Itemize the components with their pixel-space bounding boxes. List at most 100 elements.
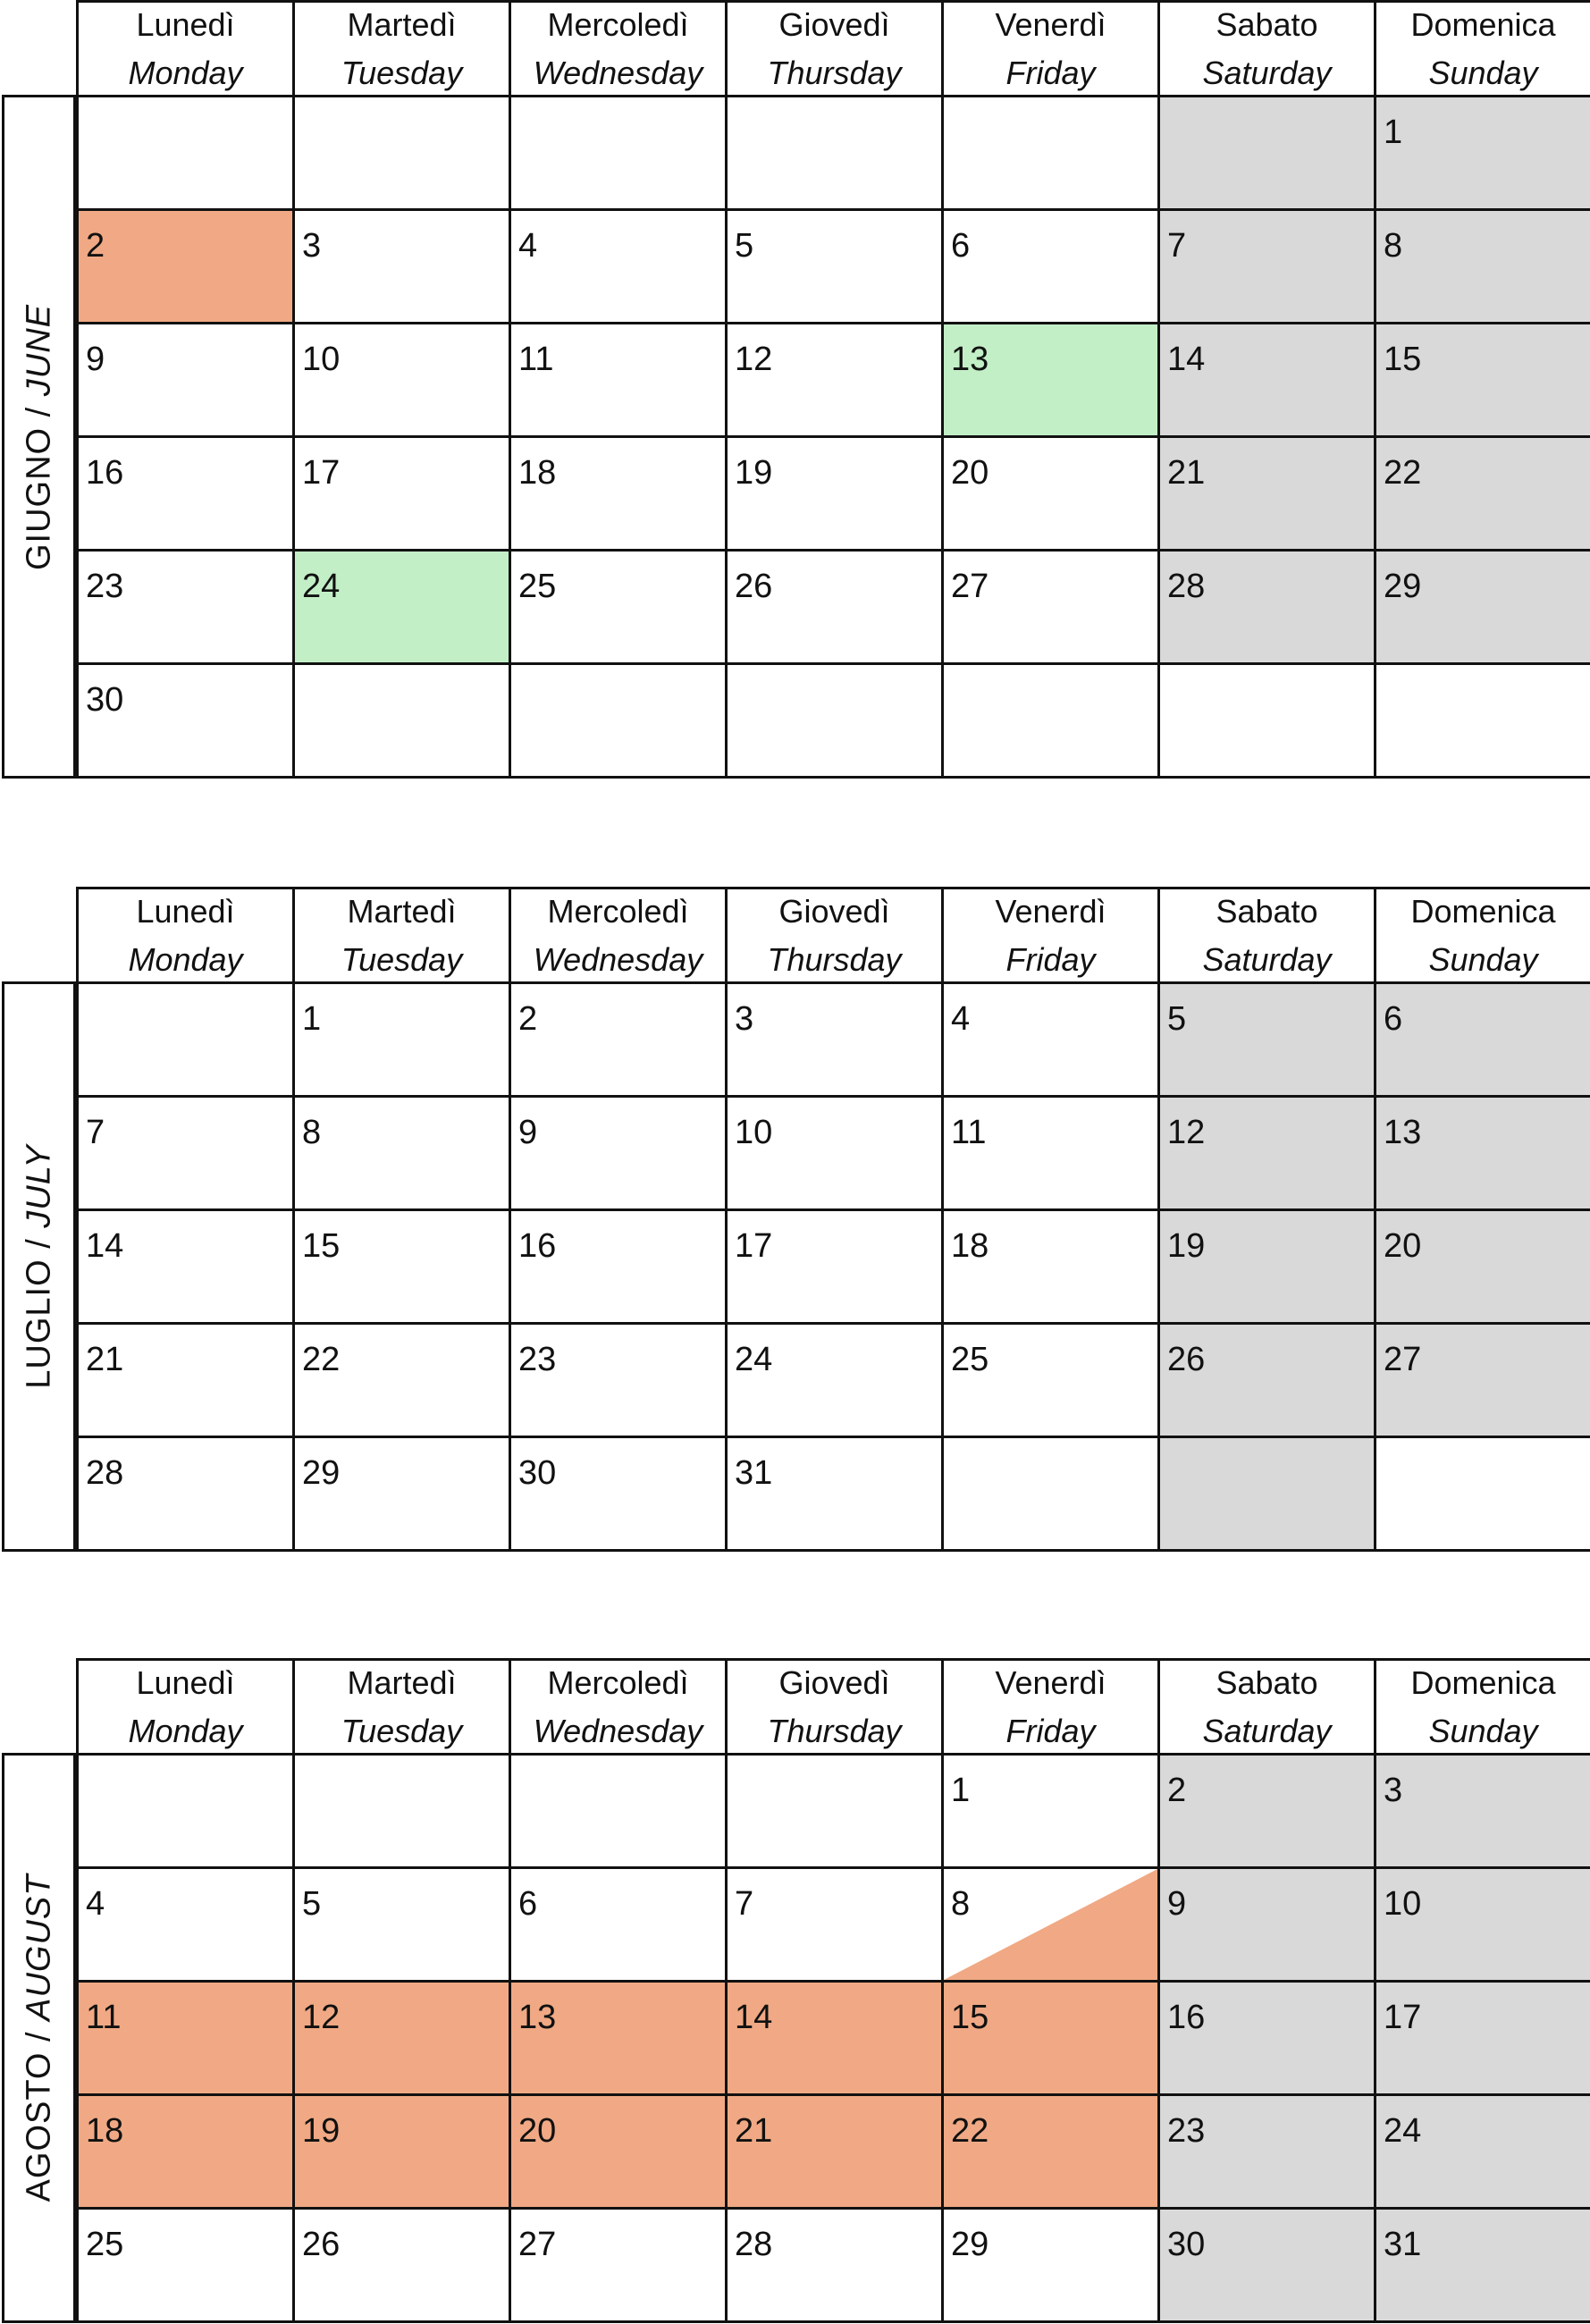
month-label-en: JULY [20,1144,57,1228]
day-number: 28 [735,2226,773,2263]
day-number: 4 [951,1000,971,1038]
day-cell-23: 23 [509,1322,728,1438]
day-cell-25: 25 [941,1322,1160,1438]
weekday-name-en: Wednesday [533,55,703,91]
day-cell-empty [1157,662,1376,779]
day-number: 29 [951,2226,989,2263]
day-cell-2: 2 [509,981,728,1098]
day-cell-5: 5 [725,208,944,324]
day-number: 16 [86,454,124,492]
day-cell-12: 12 [725,322,944,438]
day-cell-4: 4 [509,208,728,324]
day-number: 9 [518,1114,538,1151]
weekday-name-en: Wednesday [533,1713,703,1749]
weekday-name-it: Domenica [1410,893,1556,930]
day-cell-9: 9 [509,1095,728,1211]
day-number: 25 [951,1341,989,1378]
day-cell-19: 19 [725,435,944,552]
day-cell-21: 21 [1157,435,1376,552]
day-number: 20 [1384,1227,1422,1265]
day-cell-1: 1 [292,981,511,1098]
day-cell-25: 25 [76,2207,295,2323]
weekday-name-it: Sabato [1216,893,1318,930]
day-cell-empty [76,981,295,1098]
day-number: 25 [518,568,557,605]
day-number: 3 [1384,1772,1403,1809]
day-cell-empty [509,662,728,779]
day-number: 4 [86,1885,105,1923]
day-cell-12: 12 [292,1980,511,2096]
weekday-name-it: Giovedì [778,1664,890,1701]
day-cell-13: 13 [941,322,1160,438]
day-number: 5 [735,227,754,265]
day-number: 14 [86,1227,124,1265]
day-cell-23: 23 [76,549,295,665]
day-number: 22 [951,2112,989,2150]
day-number: 24 [735,1341,773,1378]
day-number: 8 [302,1114,322,1151]
month-label: LUGLIO / JULY [20,1144,58,1389]
day-cell-31: 31 [1374,2207,1590,2323]
day-cell-8: 8 [941,1866,1160,1983]
day-cell-empty [76,95,295,211]
day-number: 21 [86,1341,124,1378]
weekday-name-en: Monday [128,1713,243,1749]
day-cell-14: 14 [725,1980,944,2096]
day-cell-1: 1 [1374,95,1590,211]
day-cell-empty [941,1436,1160,1552]
day-cell-13: 13 [1374,1095,1590,1211]
day-cell-10: 10 [1374,1866,1590,1983]
day-cell-18: 18 [509,435,728,552]
weekday-name-it: Giovedì [778,6,890,43]
day-number: 13 [1384,1114,1422,1151]
day-cell-2: 2 [76,208,295,324]
day-cell-15: 15 [1374,322,1590,438]
weekday-name-en: Sunday [1428,941,1538,978]
day-number: 1 [302,1000,322,1038]
day-cell-13: 13 [509,1980,728,2096]
month-label-it: GIUGNO / [20,395,57,570]
month-label-it: AGOSTO / [20,2020,57,2202]
weekday-name-it: Mercoledì [547,1664,689,1701]
day-cell-26: 26 [292,2207,511,2323]
day-number: 23 [1167,2112,1206,2150]
day-cell-10: 10 [292,322,511,438]
day-number: 11 [86,1999,122,2036]
partial-highlight-triangle [944,1869,1157,1980]
day-cell-6: 6 [941,208,1160,324]
weekday-name-it: Sabato [1216,1664,1318,1701]
weekday-name-it: Lunedì [136,1664,235,1701]
day-cell-1: 1 [941,1753,1160,1869]
day-cell-27: 27 [1374,1322,1590,1438]
day-number: 15 [951,1999,989,2036]
day-number: 22 [302,1341,341,1378]
day-number: 31 [735,1454,773,1492]
day-cell-14: 14 [76,1208,295,1325]
day-number: 4 [518,227,538,265]
day-cell-5: 5 [292,1866,511,1983]
day-cell-2: 2 [1157,1753,1376,1869]
weekday-name-it: Venerdì [995,893,1106,930]
day-number: 1 [1384,114,1403,151]
day-cell-31: 31 [725,1436,944,1552]
day-cell-27: 27 [509,2207,728,2323]
weekday-name-en: Monday [128,55,243,91]
day-cell-10: 10 [725,1095,944,1211]
day-cell-25: 25 [509,549,728,665]
day-cell-19: 19 [292,2093,511,2210]
day-cell-empty [1374,662,1590,779]
day-number: 27 [1384,1341,1422,1378]
month-label-en: JUNE [20,303,57,396]
weekday-name-en: Friday [1005,55,1096,91]
day-cell-21: 21 [725,2093,944,2210]
day-cell-empty [941,662,1160,779]
day-cell-24: 24 [292,549,511,665]
day-number: 27 [518,2226,557,2263]
day-cell-empty [292,1753,511,1869]
day-cell-empty [1374,1436,1590,1552]
